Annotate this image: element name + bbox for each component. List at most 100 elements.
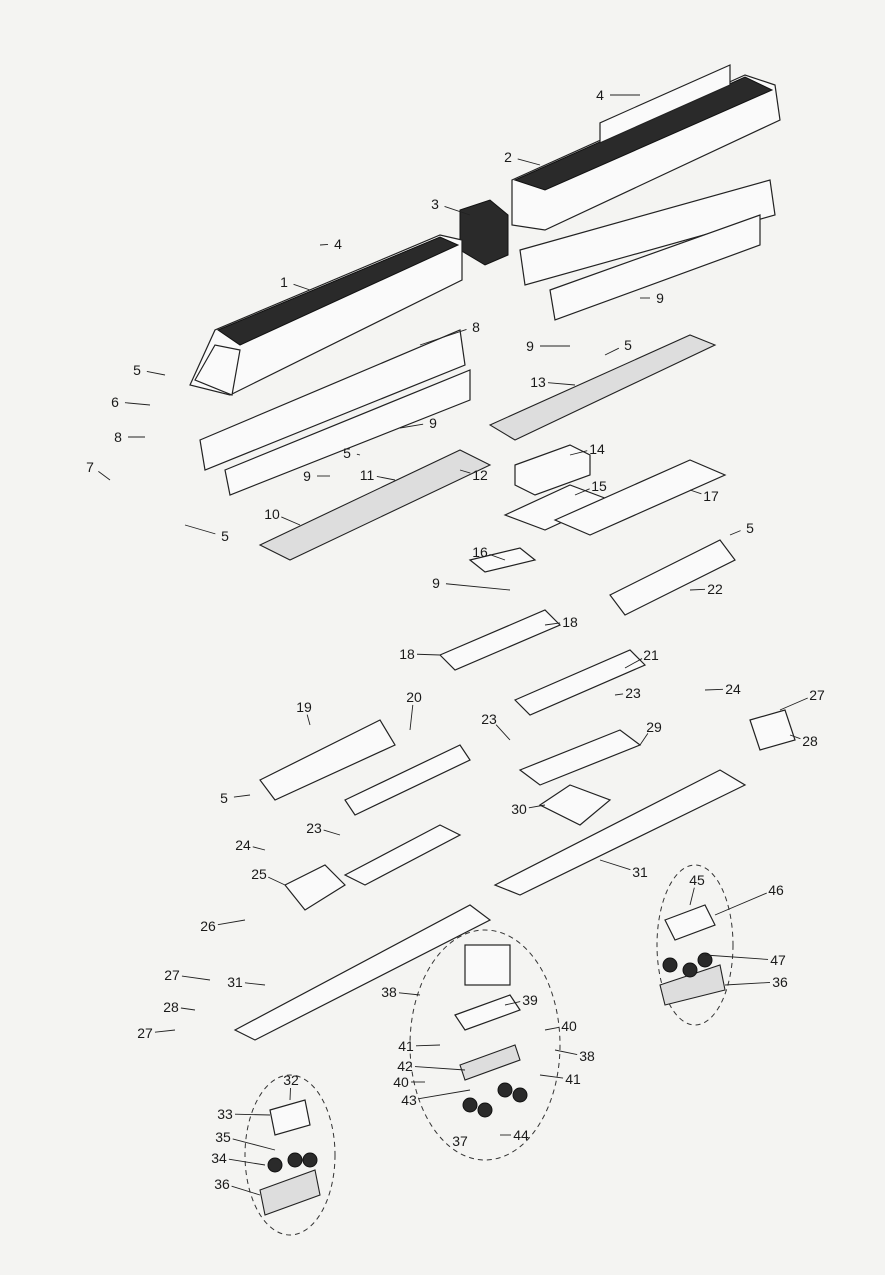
leader-line (184, 524, 216, 535)
plate-23 (343, 824, 462, 886)
part-label-6: 6 (111, 394, 119, 410)
part-label-7: 7 (86, 459, 94, 475)
leader-line (539, 1074, 564, 1079)
part-label-34: 34 (211, 1150, 227, 1166)
leader-line (232, 1138, 276, 1151)
part-label-44: 44 (513, 1127, 529, 1143)
part-label-38: 38 (381, 984, 397, 1000)
leader-line (689, 489, 702, 495)
leader-line (569, 450, 588, 456)
leader-line (124, 402, 151, 406)
leader-line (398, 992, 421, 996)
leader-line (779, 697, 808, 711)
part-label-36: 36 (772, 974, 788, 990)
wheel (497, 1082, 513, 1098)
interior-22 (609, 539, 736, 616)
window-insert-rear-2 (549, 214, 761, 321)
leader-line (252, 846, 266, 851)
interior-21 (513, 649, 647, 716)
leader-line (724, 981, 771, 986)
leader-line (639, 733, 649, 746)
part-label-22: 22 (707, 581, 723, 597)
chassis-rear (493, 769, 747, 896)
weight-30 (538, 784, 612, 826)
leader-line (504, 1001, 521, 1006)
part-label-26: 26 (200, 918, 216, 934)
leader-line (789, 734, 801, 740)
part-label-28: 28 (802, 733, 818, 749)
leader-line (399, 423, 424, 429)
part-label-18: 18 (562, 614, 578, 630)
part-label-8: 8 (472, 319, 480, 335)
leader-line (416, 653, 441, 656)
leader-line (244, 982, 266, 986)
part-label-12: 12 (472, 467, 488, 483)
leader-line (414, 1066, 466, 1071)
part-label-33: 33 (217, 1106, 233, 1122)
part-label-17: 17 (703, 488, 719, 504)
leader-line (98, 470, 111, 481)
leader-line (495, 724, 511, 741)
part-label-8: 8 (114, 429, 122, 445)
part-label-46: 46 (768, 882, 784, 898)
part-label-19: 19 (296, 699, 312, 715)
part-label-37: 37 (452, 1133, 468, 1149)
leader-line (604, 347, 620, 356)
block-28 (749, 709, 796, 751)
part-label-36: 36 (214, 1176, 230, 1192)
part-label-27: 27 (137, 1025, 153, 1041)
wheel (662, 957, 678, 973)
part-label-27: 27 (809, 687, 825, 703)
part-label-23: 23 (306, 820, 322, 836)
bogie-36-left (259, 1169, 321, 1216)
part-label-28: 28 (163, 999, 179, 1015)
part-label-9: 9 (432, 575, 440, 591)
leader-line (234, 1113, 271, 1116)
bogie-33 (269, 1099, 311, 1136)
part-label-38: 38 (579, 1048, 595, 1064)
car-body-front (189, 234, 463, 396)
battery-14 (514, 444, 591, 496)
part-label-39: 39 (522, 992, 538, 1008)
interior-20 (344, 744, 471, 816)
part-label-5: 5 (220, 790, 228, 806)
leader-line (419, 329, 467, 346)
bogie-36-right (659, 964, 726, 1006)
part-label-32: 32 (283, 1072, 299, 1088)
leader-line (154, 1029, 176, 1033)
wheel (682, 962, 698, 978)
wheel (267, 1157, 283, 1173)
leader-line (376, 475, 396, 481)
bogie-42 (459, 1044, 521, 1081)
wheel (512, 1087, 528, 1103)
leader-line (704, 688, 724, 691)
leader-line (554, 1049, 578, 1055)
leader-line (323, 829, 341, 836)
part-label-40: 40 (561, 1018, 577, 1034)
part-label-5: 5 (133, 362, 141, 378)
leader-line (356, 453, 361, 456)
pcb-10 (258, 449, 492, 561)
chassis-front (233, 904, 492, 1041)
window-insert-front (199, 329, 466, 471)
part-label-1: 1 (280, 274, 288, 290)
leader-lines (98, 94, 808, 1196)
part-label-4: 4 (334, 236, 342, 252)
leader-line (489, 554, 506, 561)
leader-line (599, 859, 631, 871)
part-label-29: 29 (646, 719, 662, 735)
part-label-11: 11 (359, 467, 375, 483)
window-insert-front-2 (224, 369, 471, 496)
leader-line (689, 887, 695, 906)
wheel (302, 1152, 318, 1168)
leader-line (444, 205, 471, 216)
leader-line (293, 283, 311, 291)
window-insert-rear (519, 179, 776, 286)
part-label-18: 18 (399, 646, 415, 662)
part-label-40: 40 (393, 1074, 409, 1090)
bogie-39 (454, 994, 521, 1031)
part-label-47: 47 (770, 952, 786, 968)
part-label-45: 45 (689, 872, 705, 888)
leader-line (689, 588, 706, 591)
